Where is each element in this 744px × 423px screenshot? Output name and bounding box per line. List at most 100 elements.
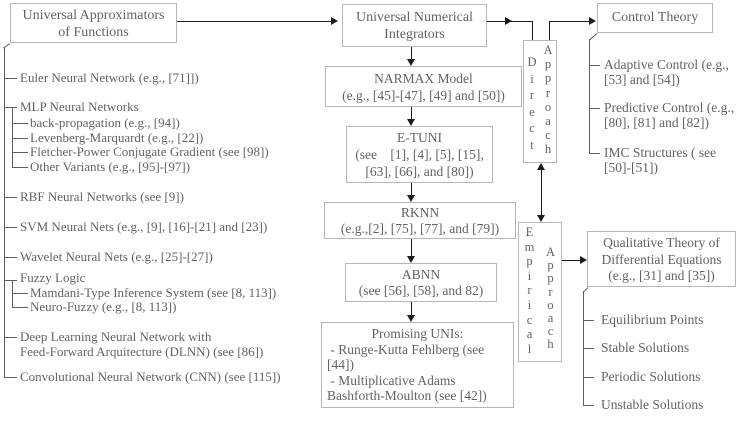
connector-uni-to-narmax (411, 47, 412, 59)
node-label: Qualitative Theory of (603, 235, 720, 250)
connector-rknn-to-abnn (411, 239, 412, 256)
connector-etuni-to-rknn (411, 183, 412, 195)
tree-branch-tick (4, 78, 17, 79)
arrowhead-right-icon (580, 256, 587, 264)
tree-branch-tick (4, 197, 17, 198)
node-refs: [63], [66], and [80]) (365, 164, 474, 179)
tree-item-cnn: Convolutional Neural Network (CNN) (see … (20, 369, 281, 384)
tree-item-euler: Euler Neural Network (e.g., [71]]) (20, 70, 199, 85)
tree-item-equilibrium-points: Equilibrium Points (601, 312, 704, 327)
node-refs: (e.g.,[2], [75], [77], and [79]) (340, 221, 500, 236)
tree-branch-tick (4, 280, 17, 281)
node-narmax: NARMAX Model (e.g., [45]-[47], [49] and … (325, 66, 522, 107)
tree-branch-tick (12, 138, 28, 139)
node-refs: (e.g., [45]-[47], [49] and [50]) (342, 88, 505, 103)
node-list-item: [44]) (327, 357, 354, 372)
node-label: Universal Approximators (22, 8, 165, 23)
arrowhead-down-icon (407, 256, 415, 263)
tree-item-fletcher: Fletcher-Power Conjugate Gradient (see [… (30, 144, 269, 159)
tree-branch-tick (589, 65, 600, 66)
node-refs: (see [1], [4], [5], [15], (355, 147, 484, 162)
tree-branch-tick (12, 152, 28, 153)
tree-branch-tick (4, 377, 17, 378)
tree-item-wavelet: Wavelet Neural Nets (e.g., [25]-[27]) (20, 249, 213, 264)
node-refs: (e.g., [31] and [35]) (608, 268, 715, 283)
vertical-word-approach: A p p r o a c h (545, 245, 556, 352)
node-label: Differential Equations (601, 251, 722, 267)
connector-direct-empirical (541, 168, 542, 216)
node-universal-approximators: Universal Approximators of Functions (10, 3, 177, 43)
vertical-word-approach: A p p r o a c h (543, 43, 553, 157)
tree-item-stable-solutions: Stable Solutions (601, 340, 690, 355)
tree-item-svm: SVM Neural Nets (e.g., [9], [16]-[21] an… (20, 219, 268, 234)
tree-trunk-left (4, 47, 5, 377)
tree-item-dlnn: Deep Learning Neural Network with Feed-F… (20, 329, 264, 359)
node-empirical-approach: E m p i r i c a l A p p r o a c h (518, 222, 562, 362)
tree-branch-tick (4, 227, 17, 228)
node-refs: (see [56], [58], and 82) (358, 283, 484, 298)
node-label: Integrators (384, 27, 445, 42)
tree-branch-tick (12, 307, 28, 308)
connector-direct-to-control (549, 21, 589, 22)
vertical-word-direct: D i r e c t (527, 55, 537, 152)
tree-branch-tick (4, 337, 17, 338)
node-direct-approach: D i r e c t A p p r o a c h (523, 40, 557, 163)
node-list-item: Bashforth-Moulton (see [42]) (327, 388, 487, 403)
arrowhead-right-icon (331, 17, 338, 25)
node-rknn: RKNN (e.g.,[2], [75], [77], and [79]) (324, 202, 516, 239)
tree-branch-tick (583, 348, 594, 349)
node-label: NARMAX Model (374, 71, 473, 86)
tree-item-other-variants: Other Variants (e.g., [95]-[97]) (30, 159, 191, 174)
tree-item-adaptive-control: Adaptive Control (e.g., [53] and [54]) (604, 57, 729, 87)
tree-item-predictive-control: Predictive Control (e.g., [80], [81] and… (604, 100, 735, 130)
node-promising-unis: Promising UNIs: - Runge-Kutta Fehlberg (… (321, 322, 514, 408)
tree-branch-tick (589, 108, 600, 109)
tree-branch-tick (589, 153, 600, 154)
connector-abnn-to-promising (411, 302, 412, 315)
tree-branch-tick (12, 167, 28, 168)
node-label: RKNN (400, 205, 440, 220)
tree-item-mlp: MLP Neural Networks (20, 99, 139, 114)
arrowhead-down-icon (537, 215, 545, 222)
node-label: Control Theory (611, 10, 699, 25)
node-label: Universal Numerical (355, 10, 473, 25)
tree-branch-tick (12, 293, 28, 294)
tree-item-mamdani: Mamdani-Type Inference System (see [8, 1… (30, 285, 277, 300)
arrowhead-right-icon (589, 17, 596, 25)
tree-item-imc-structures: IMC Structures ( see [50]-[51]) (604, 145, 717, 175)
connector-elbow-up (549, 21, 550, 40)
tree-item-unstable-solutions: Unstable Solutions (601, 397, 704, 412)
tree-item-levenberg: Levenberg-Marquardt (e.g., [22]) (30, 130, 204, 145)
tree-branch-tick (583, 320, 594, 321)
tree-branch-tick (583, 377, 594, 378)
tree-subtrunk-mlp (12, 107, 13, 167)
node-control-theory: Control Theory (597, 3, 713, 33)
tree-item-neuro-fuzzy: Neuro-Fuzzy (e.g., [8, 113]) (30, 299, 177, 314)
tree-branch-tick (4, 257, 17, 258)
tree-trunk-control (589, 39, 590, 153)
connector-empirical-to-qualitative (562, 260, 581, 261)
vertical-word-empirical: E m p i r i c a l (524, 225, 535, 356)
node-etuni: E-TUNI (see [1], [4], [5], [15], [63], [… (346, 126, 493, 183)
node-universal-numerical-integrators: Universal Numerical Integrators (342, 4, 487, 47)
arrowhead-up-icon (537, 163, 545, 170)
tree-item-rbf: RBF Neural Networks (see [9]) (20, 189, 184, 204)
arrowhead-down-icon (407, 195, 415, 202)
node-list-item: - Multiplicative Adams (327, 372, 456, 388)
node-abnn: ABNN (see [56], [58], and 82) (345, 263, 497, 302)
tree-branch-tick (4, 107, 17, 108)
node-label: Promising UNIs: (371, 326, 464, 341)
arrowhead-down-icon (407, 315, 415, 322)
connector-elbow-down (532, 21, 533, 40)
arrowhead-right-icon (505, 17, 512, 25)
tree-item-periodic-solutions: Periodic Solutions (601, 369, 701, 384)
tree-branch-tick (583, 405, 594, 406)
node-label: of Functions (58, 25, 129, 40)
tree-item-fuzzy: Fuzzy Logic (20, 270, 86, 285)
tree-branch-tick (12, 123, 28, 124)
node-label: E-TUNI (397, 130, 442, 145)
node-list-item: - Runge-Kutta Fehlberg (see (327, 341, 485, 357)
tree-item-backpropagation: back-propagation (e.g., [94]) (30, 115, 180, 130)
arrowhead-down-icon (407, 59, 415, 66)
